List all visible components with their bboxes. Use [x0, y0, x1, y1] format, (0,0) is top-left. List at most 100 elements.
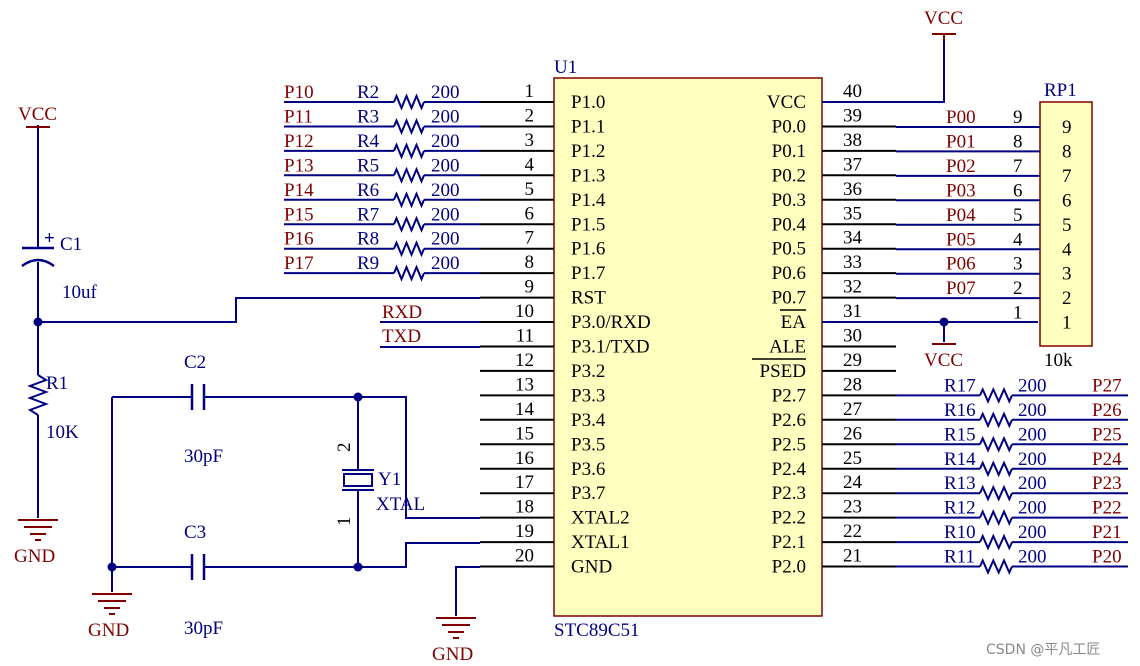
- c3-value: 30pF: [184, 618, 223, 639]
- chip-pin-number: 27: [843, 399, 862, 420]
- net-label: P11: [284, 107, 313, 128]
- net-label: P21: [1092, 522, 1122, 543]
- rp1-inner-pin: 6: [1062, 190, 1072, 211]
- resistor-ref: R16: [944, 400, 976, 421]
- rp1-inner-pin: 4: [1062, 239, 1072, 260]
- net-label: P22: [1092, 498, 1122, 519]
- chip-pin-name: P3.3: [571, 385, 605, 406]
- chip-pin-name: P3.5: [571, 434, 605, 455]
- net-label: P25: [1092, 424, 1122, 445]
- r1-ref: R1: [46, 373, 68, 394]
- chip-pin-number: 21: [843, 546, 862, 567]
- chip-pin-number: 16: [515, 448, 534, 469]
- resistor-zigzag: [393, 215, 425, 233]
- net-label: P17: [284, 253, 314, 274]
- net-label: P14: [284, 180, 314, 201]
- watermark: CSDN @平凡工匠: [986, 642, 1100, 658]
- resistor-value: 200: [1018, 375, 1047, 396]
- resistor-ref: R6: [357, 180, 379, 201]
- c2-ref: C2: [184, 352, 206, 373]
- rp1-inner-pin: 9: [1062, 117, 1072, 138]
- resistor-value: 200: [1018, 498, 1047, 519]
- y1-ref: Y1: [378, 469, 401, 490]
- chip-pin-number: 33: [843, 252, 862, 273]
- resistor-value: 200: [431, 253, 460, 274]
- chip-pin-name: P1.7: [571, 263, 605, 284]
- resistor-ref: R9: [357, 253, 379, 274]
- net-label: P27: [1092, 375, 1122, 396]
- net-label: P00: [946, 107, 976, 128]
- resistor-zigzag: [393, 117, 425, 136]
- chip-pin-number: 25: [843, 448, 862, 469]
- resistor-ref: R7: [357, 204, 379, 225]
- resistor-value: 200: [431, 82, 460, 103]
- chip-pin-name: P2.2: [772, 508, 806, 529]
- chip-pin-name: P2.7: [772, 385, 806, 406]
- resistor-ref: R3: [357, 107, 379, 128]
- net-label: P15: [284, 204, 314, 225]
- chip-pin-number: 32: [843, 277, 862, 298]
- chip-pin-name: P1.1: [571, 117, 605, 138]
- resistor-value: 200: [1018, 473, 1047, 494]
- gnd-label-chip: GND: [432, 644, 473, 665]
- chip-pin-name: P2.6: [772, 410, 806, 431]
- c2-value: 30pF: [184, 446, 223, 467]
- chip-pin-name: ALE: [769, 337, 806, 358]
- y1-pin-1: 1: [334, 517, 355, 527]
- chip-pin-number: 40: [843, 81, 862, 102]
- chip-pin-number: 37: [843, 154, 862, 175]
- resistor-ref: R13: [944, 473, 976, 494]
- chip-pin-name: P3.1/TXD: [571, 337, 650, 358]
- chip-pin-name: P0.2: [772, 165, 806, 186]
- resistor-value: 200: [1018, 449, 1047, 470]
- junction-dots: [33, 317, 949, 572]
- resistor-r1: [27, 374, 49, 416]
- c1-plus-sign: +: [44, 228, 55, 249]
- chip-pin-number: 13: [515, 374, 534, 395]
- resistor-value: 200: [431, 155, 460, 176]
- resistor-zigzag: [979, 533, 1013, 551]
- net-label: P05: [946, 229, 976, 250]
- resistor-ref: R14: [944, 449, 976, 470]
- vcc-label-reset: VCC: [18, 104, 57, 125]
- rp1-value: 10k: [1044, 350, 1073, 371]
- chip-pin-name: P1.4: [571, 190, 606, 211]
- resistor-ref: R17: [944, 375, 976, 396]
- chip-pin-number: 14: [515, 399, 535, 420]
- rp1-outer-pin: 3: [1013, 254, 1023, 275]
- resistor-value: 200: [1018, 400, 1047, 421]
- r1-value: 10K: [46, 422, 79, 443]
- resistor-zigzag: [393, 191, 425, 209]
- resistor-zigzag: [979, 558, 1013, 575]
- net-label: P10: [284, 82, 314, 103]
- c1-ref: C1: [60, 234, 82, 255]
- rp1-inner-pin: 3: [1062, 264, 1072, 285]
- resistor-zigzag: [393, 93, 425, 111]
- chip-pin-name: P2.4: [772, 459, 807, 480]
- resistor-ref: R15: [944, 424, 976, 445]
- chip-pin-name: P2.0: [772, 557, 806, 578]
- chip-pin-number: 23: [843, 497, 862, 518]
- resistor-ref: R2: [357, 82, 379, 103]
- chip-pin-number: 8: [525, 252, 535, 273]
- chip-pin-number: 6: [525, 203, 535, 224]
- vcc-label-top: VCC: [924, 8, 963, 29]
- chip-pin-number: 19: [515, 521, 534, 542]
- chip-pin-number: 38: [843, 130, 862, 151]
- rp1-outer-pin: 8: [1013, 131, 1023, 152]
- chip-pin-number: 1: [525, 81, 535, 102]
- chip-pin-number: 31: [843, 301, 862, 322]
- rp1-inner-pin: 5: [1062, 215, 1072, 236]
- chip-pin-number: 12: [515, 350, 534, 371]
- resistor-zigzag: [393, 264, 425, 282]
- chip-pin-number: 2: [525, 106, 535, 127]
- resistor-value: 200: [431, 229, 460, 250]
- resistor-ref: R5: [357, 155, 379, 176]
- chip-pin-number: 35: [843, 203, 862, 224]
- resistor-value: 200: [431, 107, 460, 128]
- vcc-label-ea: VCC: [924, 350, 963, 371]
- c3-ref: C3: [184, 522, 206, 543]
- chip-left-pins: 1P1.02P1.13P1.24P1.35P1.46P1.57P1.68P1.7…: [480, 81, 651, 578]
